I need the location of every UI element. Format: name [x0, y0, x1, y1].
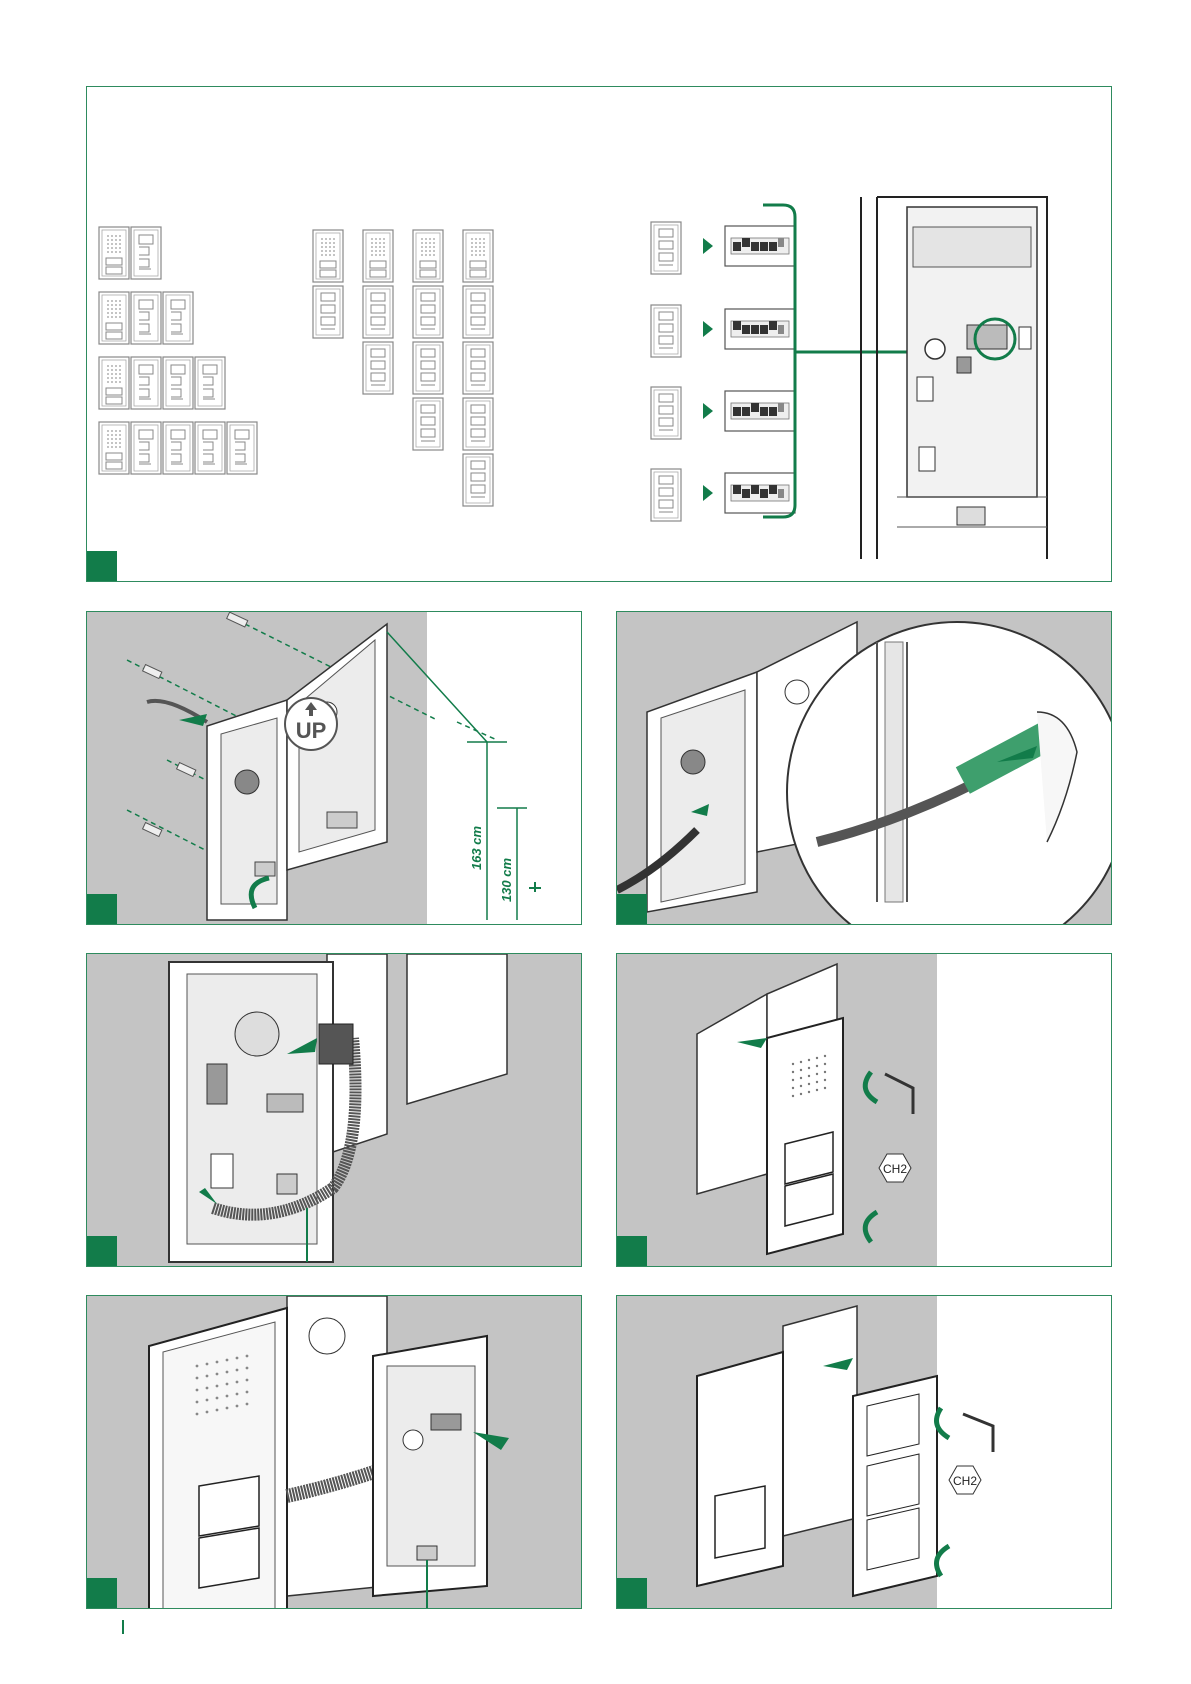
configuration-panel	[86, 86, 1112, 582]
module-closeup	[861, 197, 1047, 559]
panel-tag-e	[617, 1236, 647, 1266]
step-2-panel	[616, 611, 1112, 925]
configuration-illustration	[87, 87, 1112, 582]
module-configs-middle	[313, 230, 493, 506]
svg-text:UP: UP	[296, 718, 327, 743]
open-module	[169, 962, 333, 1262]
panel-tag-d	[87, 1236, 117, 1266]
step-3-illustration	[87, 954, 582, 1267]
page-marker	[122, 1620, 124, 1634]
step-6-illustration: CH2	[617, 1296, 1112, 1609]
step-1-panel: UP 163 cm 130 cm	[86, 611, 582, 925]
panel-tag-f	[87, 1578, 117, 1608]
panel-tag-g	[617, 1578, 647, 1608]
front-panel	[767, 1018, 843, 1254]
installed-button-module	[853, 1376, 937, 1596]
step-5-illustration	[87, 1296, 582, 1609]
step-3-panel	[86, 953, 582, 1267]
panel-tag-b	[87, 894, 117, 924]
tool-label-step4: CH2	[883, 1162, 907, 1176]
step-2-illustration	[617, 612, 1112, 925]
panel-tag-a	[87, 551, 117, 581]
installed-audio-module	[697, 1352, 783, 1586]
panel-tag-c	[617, 894, 647, 924]
tool-label-step6: CH2	[953, 1474, 977, 1488]
step-4-panel: CH2	[616, 953, 1112, 1267]
step-4-illustration: CH2	[617, 954, 1112, 1267]
audio-module	[149, 1308, 287, 1609]
up-badge: UP	[285, 698, 337, 750]
module-configs-left	[99, 227, 257, 474]
step-5-panel	[86, 1295, 582, 1609]
height-130-label: 130 cm	[499, 858, 514, 903]
mounting-box-left	[207, 700, 287, 920]
step-1-illustration: UP 163 cm 130 cm	[87, 612, 582, 925]
step-6-panel: CH2	[616, 1295, 1112, 1609]
height-163-label: 163 cm	[469, 826, 484, 871]
button-module	[373, 1336, 487, 1596]
